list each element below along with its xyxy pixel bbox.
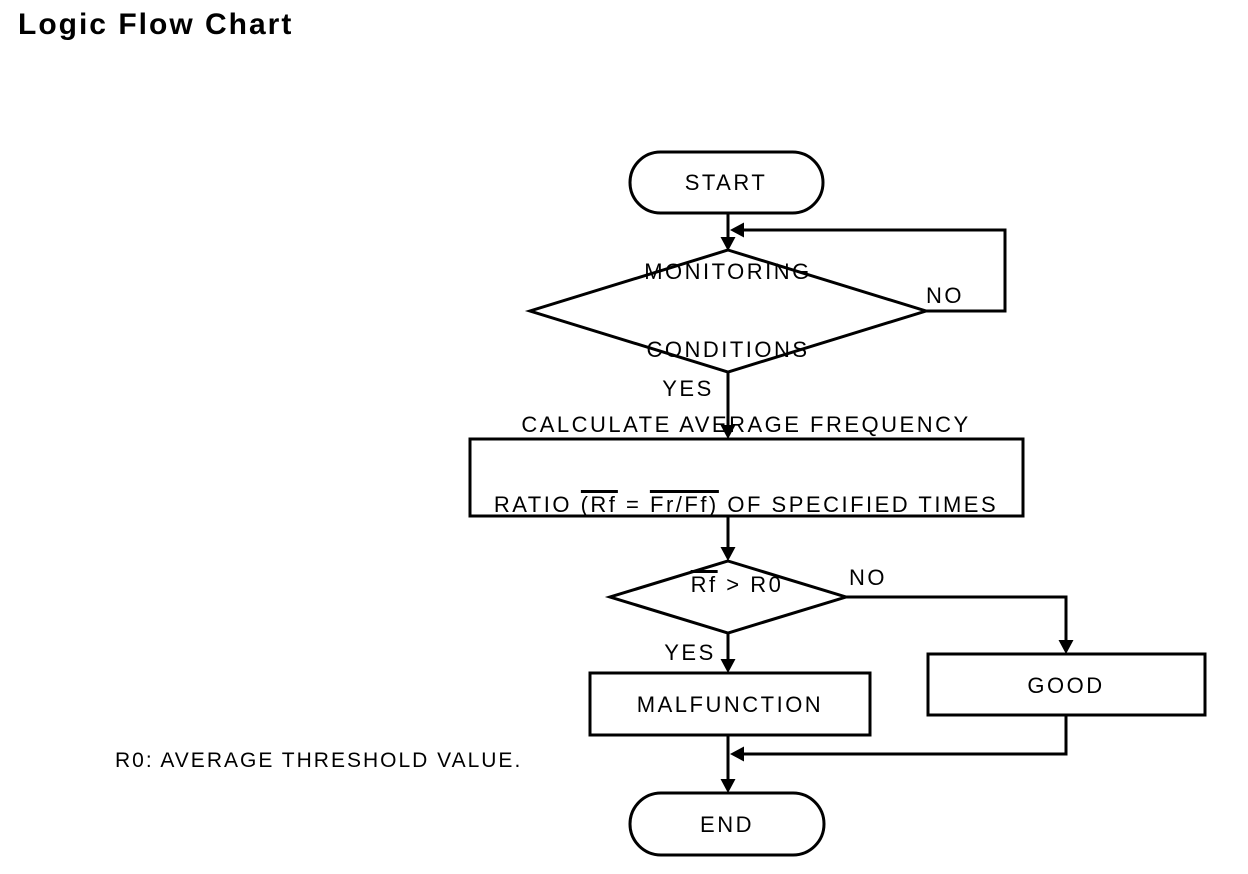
arrowhead-into-ratio [720, 547, 736, 561]
edge-good-to-end [743, 714, 1068, 756]
ratio-yes-label: YES [664, 640, 716, 665]
good-process-shape [926, 652, 1207, 717]
arrowhead-into-good [1058, 640, 1074, 654]
calculate-line2-part: RATIO [493, 492, 581, 517]
ratio-overbar-part: Rf [690, 570, 718, 597]
ratio-check-label: Rf > R0 [690, 570, 784, 624]
end-terminator-shape [628, 791, 826, 857]
monitoring-label-line1: MONITORING [644, 259, 812, 284]
ratio-decision-shape [604, 559, 852, 635]
threshold-note: R0: AVERAGE THRESHOLD VALUE. [115, 749, 523, 772]
arrowhead-good-junction [730, 746, 744, 762]
arrowhead-no-loop-junction [730, 222, 744, 238]
calculate-line2-overbar-part: (Rf [580, 490, 618, 517]
node-shapes [468, 150, 1207, 857]
start-label: START [684, 170, 768, 195]
page-title: Logic Flow Chart [18, 8, 294, 41]
calculate-label-line2: RATIO (Rf = Fr/Ff) OF SPECIFIED TIMES [494, 490, 998, 544]
end-label: END [700, 812, 754, 837]
malfunction-label: MALFUNCTION [636, 692, 824, 717]
arrowhead-into-calculate [720, 425, 736, 439]
arrowhead-into-end [720, 779, 736, 793]
start-terminator-shape [628, 150, 825, 215]
calculate-line2-part: OF SPECIFIED TIMES [718, 492, 999, 517]
calculate-line2-overbar-part: Fr/Ff) [650, 490, 719, 517]
arrowheads [720, 222, 1074, 793]
ratio-no-label: NO [849, 565, 887, 590]
calculate-process-shape [468, 437, 1025, 518]
good-label: GOOD [1027, 673, 1105, 698]
calculate-label: CALCULATE AVERAGE FREQUENCY RATIO (Rf = … [494, 360, 998, 596]
monitoring-label-line2: CONDITIONS [646, 337, 810, 362]
ratio-part: > R0 [717, 572, 784, 597]
edge-ratio-no [846, 595, 1068, 642]
monitoring-no-label: NO [926, 283, 964, 308]
edge-monitoring-no-loop [743, 228, 1007, 313]
arrowhead-into-malfunction [720, 659, 736, 673]
calculate-label-line1: CALCULATE AVERAGE FREQUENCY [521, 412, 971, 437]
calculate-line2-part: = [617, 492, 650, 517]
arrowhead-into-monitoring [720, 237, 736, 251]
monitoring-decision-shape [524, 248, 932, 374]
monitoring-yes-label: YES [662, 376, 714, 401]
connector-lines [726, 213, 1068, 781]
monitoring-label: MONITORING CONDITIONS [644, 207, 812, 415]
malfunction-process-shape [588, 671, 872, 737]
